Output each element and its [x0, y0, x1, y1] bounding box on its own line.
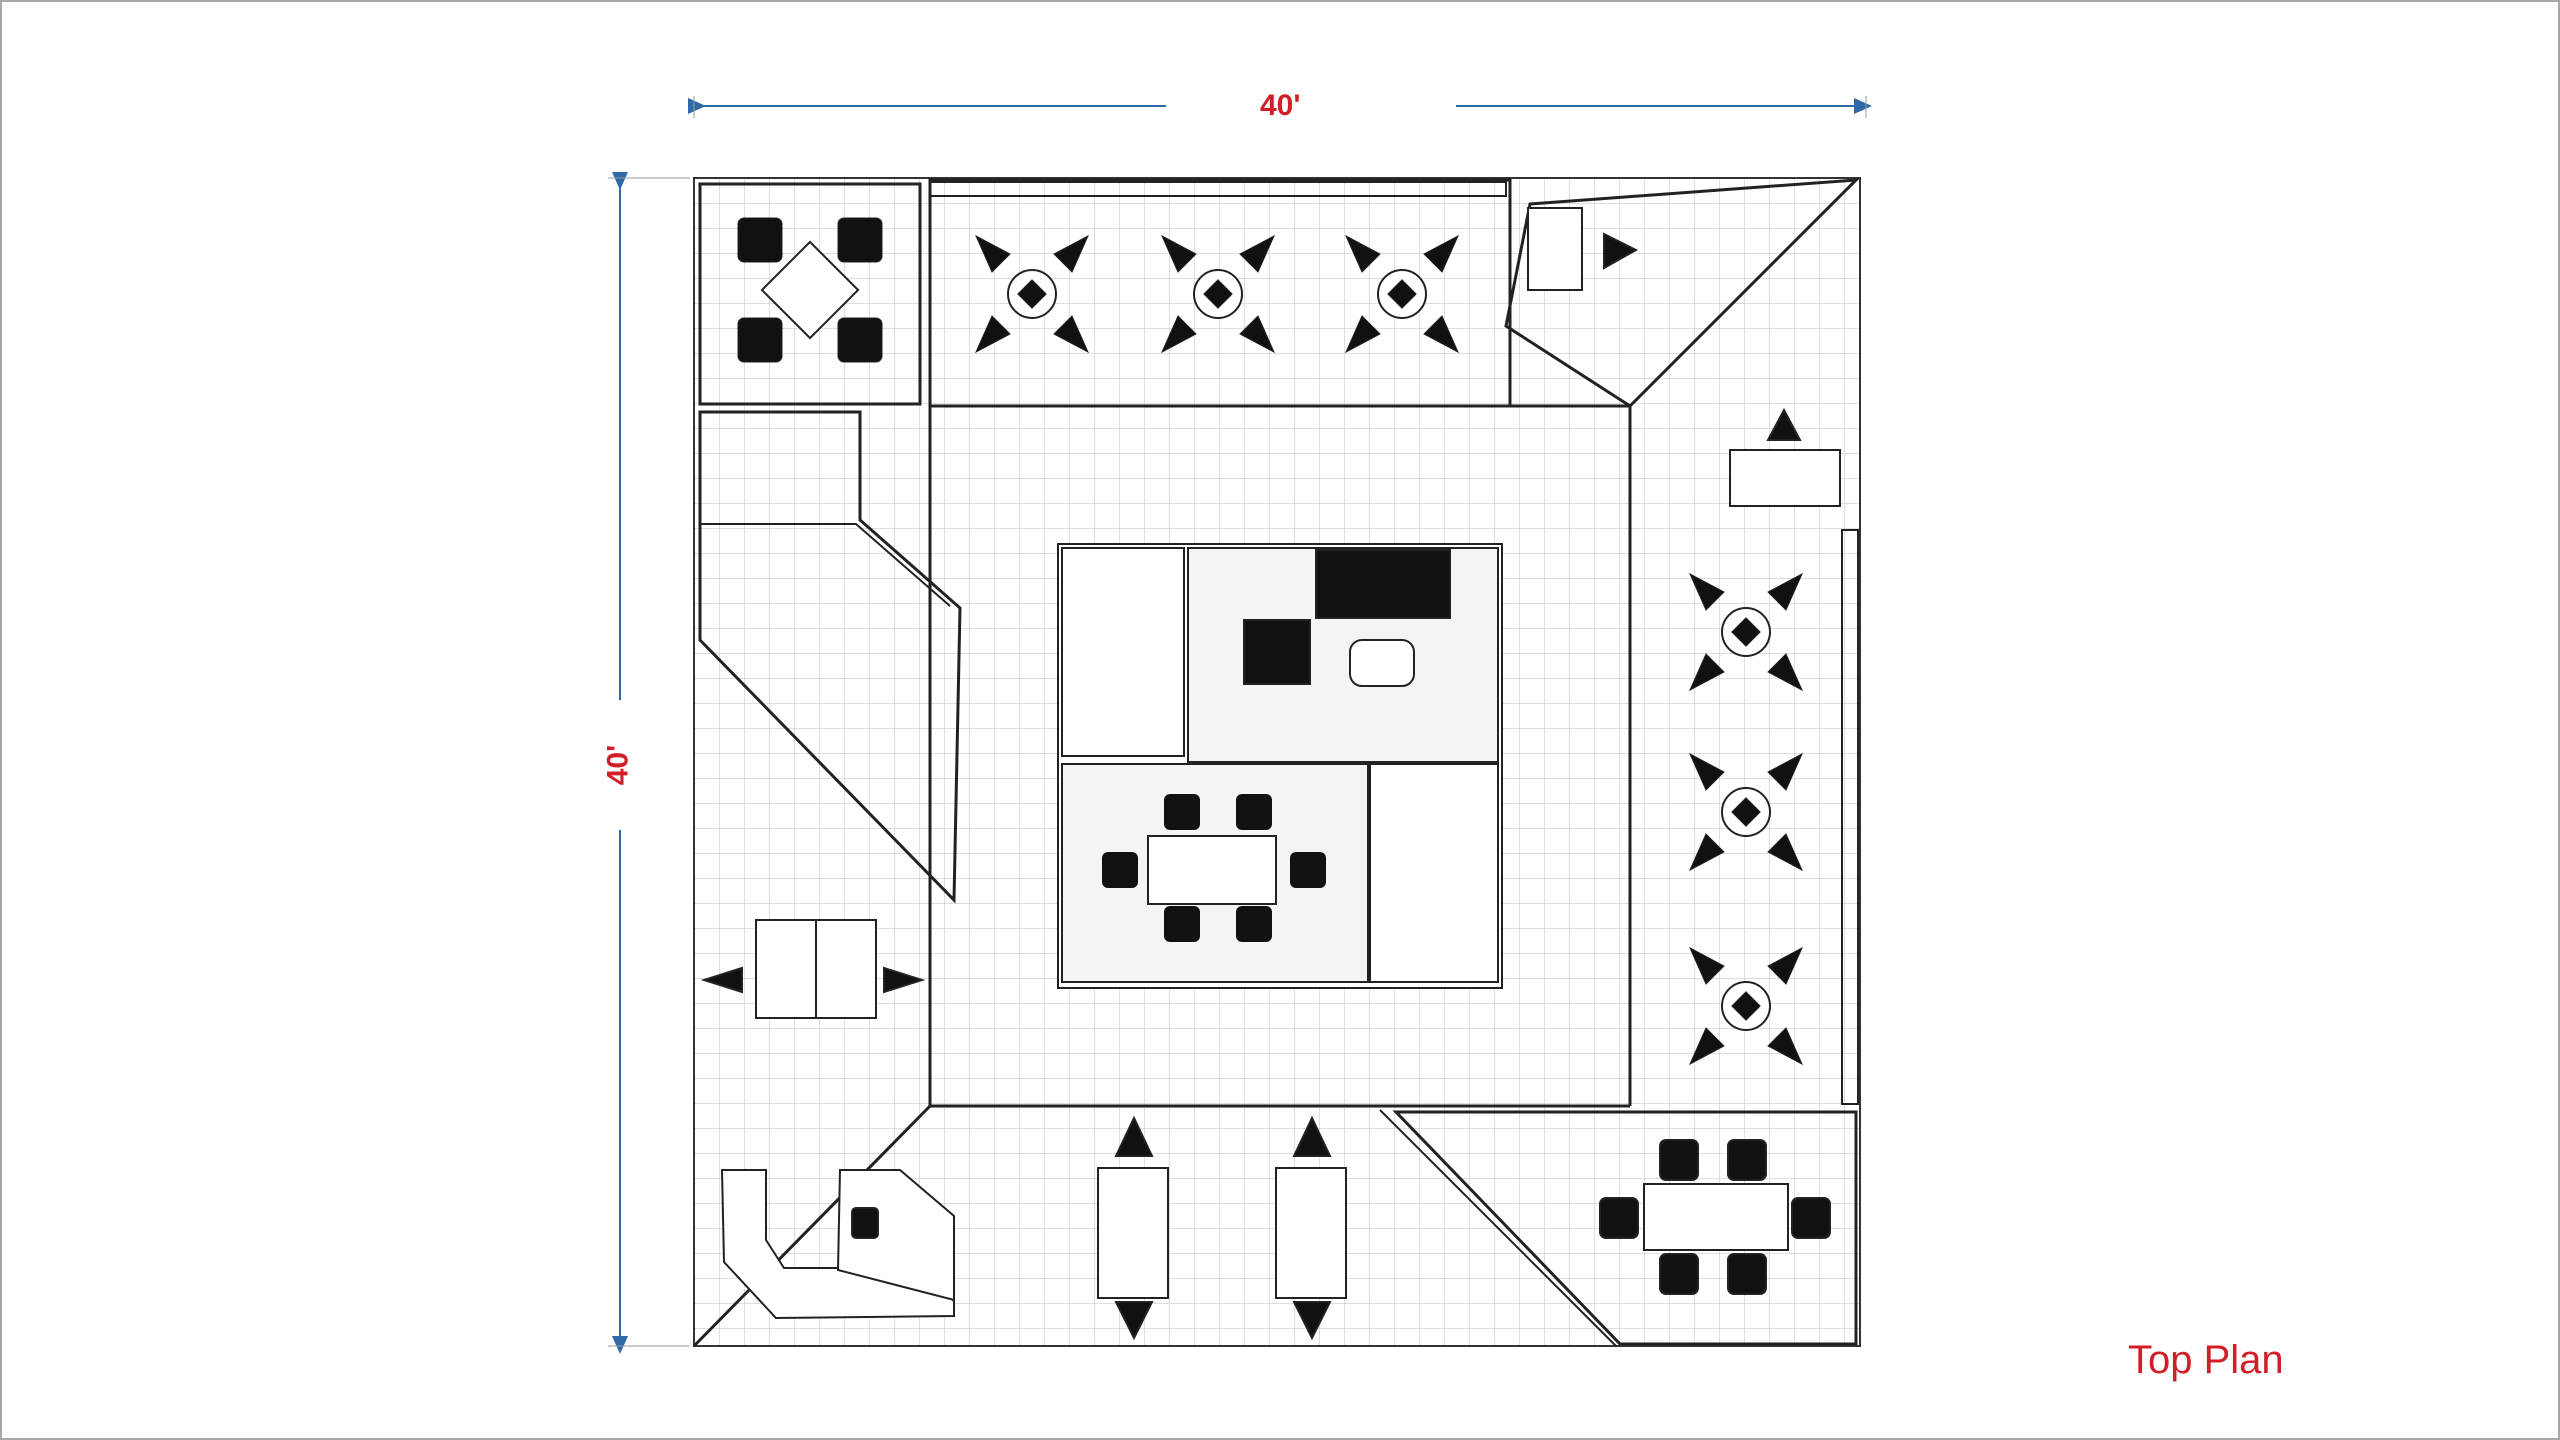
kiosk-bottom — [1097, 1115, 1347, 1341]
central-structure — [1057, 543, 1503, 989]
central-meeting-chairs — [1102, 794, 1326, 942]
kiosk-top-right — [1527, 207, 1841, 507]
lounge-seating — [737, 217, 1804, 1066]
height-dimension-label: 40' — [601, 736, 636, 794]
reception-counter — [720, 1169, 955, 1320]
conference-table — [1599, 1139, 1831, 1295]
kiosk-left — [700, 919, 926, 1019]
width-dimension-label: 40' — [1252, 89, 1309, 123]
width-dimension-line — [688, 96, 1872, 118]
plan-title: Top Plan — [2128, 1338, 2284, 1382]
height-dimension-line — [608, 172, 690, 1354]
zone-outlines — [692, 178, 1860, 1348]
